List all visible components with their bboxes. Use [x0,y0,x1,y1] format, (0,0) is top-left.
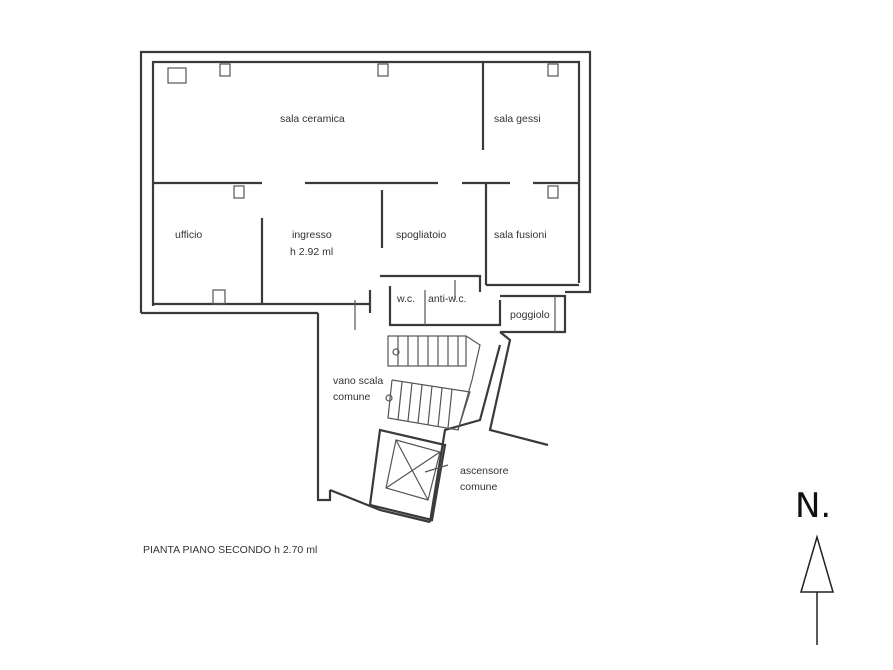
plan-caption: PIANTA PIANO SECONDO h 2.70 ml [143,544,317,556]
room-label-wc: w.c. [396,293,415,305]
room-label-sala-ceramica: sala ceramica [280,113,345,125]
room-label-anti-wc: anti-w.c. [428,293,467,305]
room-height-ingresso: h 2.92 ml [290,246,333,258]
pillars [167,63,559,305]
north-label: N. [795,486,831,526]
room-label-vano-scala-comune: comune [333,391,371,403]
room-label-vano-scala: vano scala [333,375,383,387]
room-label-poggiolo: poggiolo [510,309,550,321]
room-label-sala-gessi: sala gessi [494,113,541,125]
room-label-ascensore-comune: comune [460,481,498,493]
room-label-ingresso: ingresso [292,229,332,241]
room-label-ufficio: ufficio [175,229,202,241]
interior-walls [153,62,579,334]
stairwell [316,313,549,524]
room-label-ascensore: ascensore [460,465,509,477]
room-label-sala-fusioni: sala fusioni [494,229,547,241]
room-label-spogliatoio: spogliatoio [396,229,446,241]
north-arrow-icon [800,534,834,645]
